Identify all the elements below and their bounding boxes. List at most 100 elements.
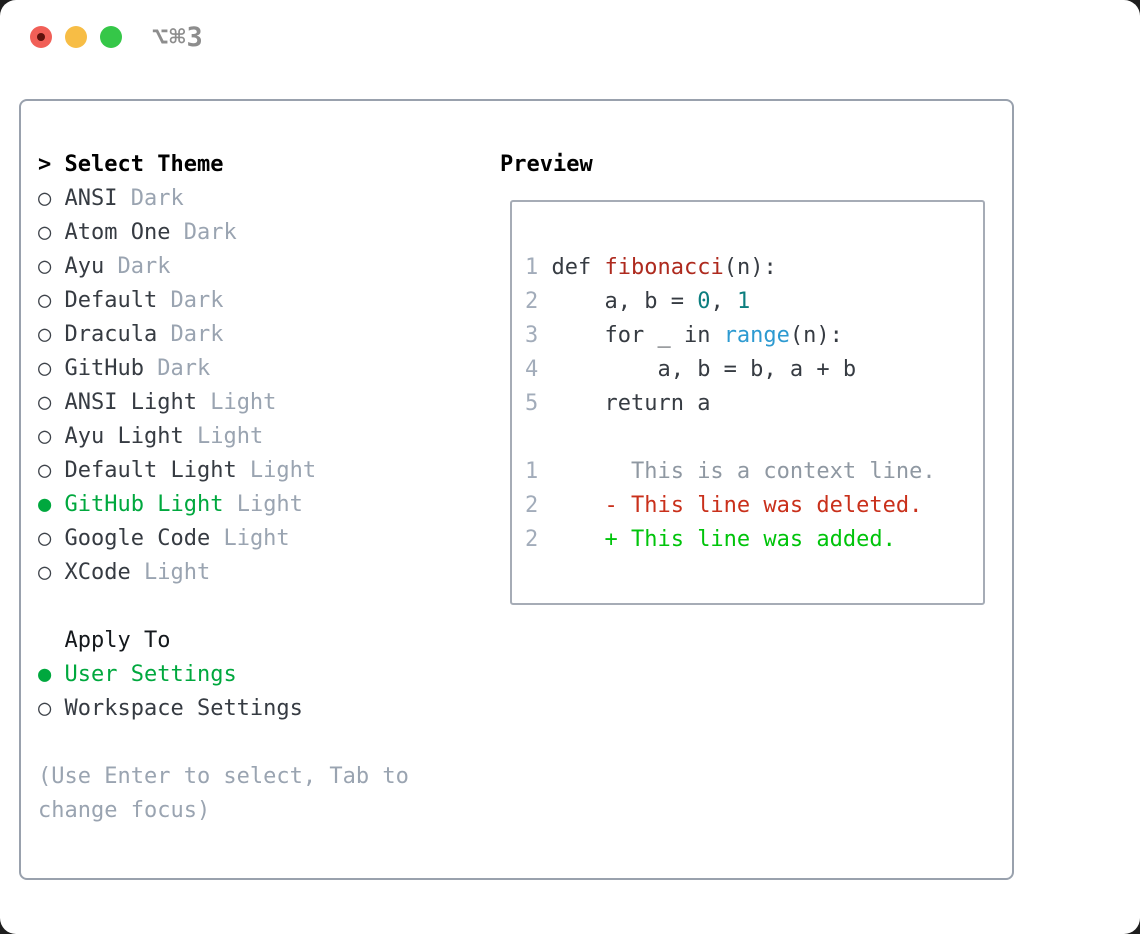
theme-item-default-light-light[interactable]: ○ Default Light Light: [38, 454, 409, 488]
line-number: 2: [525, 527, 539, 552]
theme-item-variant: Dark: [157, 322, 224, 347]
code-line-5: 5 return a: [525, 387, 977, 421]
apply-option-name: Workspace Settings: [64, 696, 303, 721]
preview-title: Preview: [500, 152, 593, 177]
radio-selected-icon: ●: [38, 492, 65, 517]
close-button[interactable]: [30, 26, 52, 48]
theme-picker-header: > Select Theme: [38, 148, 409, 182]
theme-item-default-dark[interactable]: ○ Default Dark: [38, 284, 409, 318]
code-segment: range: [723, 323, 790, 348]
theme-item-variant: Dark: [143, 356, 211, 381]
preview-code: 1 def fibonacci(n):2 a, b = 0, 1 3 for _ …: [525, 251, 977, 557]
code-segment: - This line was deleted.: [538, 493, 923, 518]
code-segment: fibonacci: [604, 255, 724, 280]
code-segment: a, b =: [538, 289, 698, 314]
apply-option-workspace-settings[interactable]: ○ Workspace Settings: [38, 692, 409, 726]
code-segment: ,: [710, 289, 737, 314]
code-line-2: 2 a, b = 0, 1: [525, 285, 977, 319]
code-segment: + This line was added.: [538, 527, 896, 552]
radio-icon: ○: [38, 696, 65, 721]
theme-item-name: Ayu: [64, 254, 105, 279]
theme-item-ayu-light-light[interactable]: ○ Ayu Light Light: [38, 420, 409, 454]
theme-item-xcode-light[interactable]: ○ XCode Light: [38, 556, 409, 590]
preview-box: 1 def fibonacci(n):2 a, b = 0, 1 3 for _ …: [510, 200, 985, 605]
theme-item-ansi-dark[interactable]: ○ ANSI Dark: [38, 182, 409, 216]
theme-item-atom-one-dark[interactable]: ○ Atom One Dark: [38, 216, 409, 250]
radio-selected-icon: ●: [38, 662, 65, 687]
code-segment: return a: [538, 391, 711, 416]
theme-item-name: Dracula: [64, 322, 158, 347]
line-number: 2: [525, 289, 539, 314]
hint-line-1: (Use Enter to select, Tab to: [38, 764, 409, 789]
traffic-lights: [30, 26, 122, 48]
apply-to-header: Apply To: [38, 624, 409, 658]
code-segment: (n):: [789, 323, 843, 348]
theme-item-variant: Light: [236, 458, 317, 483]
close-dot-icon: [37, 33, 45, 41]
theme-item-dracula-dark[interactable]: ○ Dracula Dark: [38, 318, 409, 352]
code-segment: a, b = b, a + b: [538, 357, 857, 382]
code-segment: This is a context line.: [538, 459, 936, 484]
zoom-button[interactable]: [100, 26, 122, 48]
line-number: 1: [525, 255, 539, 280]
line-number: 5: [525, 391, 539, 416]
theme-item-variant: Dark: [170, 220, 237, 245]
theme-item-variant: Dark: [157, 288, 224, 313]
theme-item-name: XCode: [64, 560, 131, 585]
hint-line-2: change focus): [38, 798, 211, 823]
radio-icon: ○: [38, 390, 65, 415]
radio-icon: ○: [38, 424, 65, 449]
selection-cursor-icon: >: [38, 152, 65, 177]
radio-icon: ○: [38, 220, 65, 245]
theme-item-name: ANSI Light: [64, 390, 197, 415]
theme-item-name: GitHub Light: [64, 492, 224, 517]
theme-picker-title: Select Theme: [64, 152, 224, 177]
theme-item-name: Google Code: [64, 526, 211, 551]
window-title: ⌥⌘3: [152, 22, 204, 53]
theme-picker: > Select Theme○ ANSI Dark○ Atom One Dark…: [38, 148, 409, 828]
radio-icon: ○: [38, 254, 65, 279]
line-number: 3: [525, 323, 539, 348]
code-segment: 1: [736, 289, 751, 314]
minimize-button[interactable]: [65, 26, 87, 48]
theme-item-variant: Light: [183, 424, 264, 449]
apply-option-name: User Settings: [64, 662, 237, 687]
theme-item-variant: Light: [130, 560, 211, 585]
radio-icon: ○: [38, 186, 65, 211]
code-line-1: 1 def fibonacci(n):: [525, 251, 977, 285]
theme-item-name: GitHub: [64, 356, 144, 381]
theme-item-name: Atom One: [64, 220, 171, 245]
line-number: 1: [525, 459, 539, 484]
theme-item-github-light-light[interactable]: ● GitHub Light Light: [38, 488, 409, 522]
code-segment: for _ in: [538, 323, 724, 348]
theme-item-variant: Light: [223, 492, 303, 517]
theme-item-ayu-dark[interactable]: ○ Ayu Dark: [38, 250, 409, 284]
code-line-6: [525, 421, 977, 455]
theme-item-github-dark[interactable]: ○ GitHub Dark: [38, 352, 409, 386]
radio-icon: ○: [38, 458, 65, 483]
theme-item-name: Default: [64, 288, 158, 313]
theme-item-variant: Light: [210, 526, 290, 551]
code-line-4: 4 a, b = b, a + b: [525, 353, 977, 387]
theme-item-google-code-light[interactable]: ○ Google Code Light: [38, 522, 409, 556]
titlebar: ⌥⌘3: [0, 0, 1140, 74]
theme-item-variant: Dark: [104, 254, 171, 279]
line-number: 4: [525, 357, 539, 382]
apply-to-title: Apply To: [38, 628, 171, 653]
line-number: 2: [525, 493, 539, 518]
code-segment: (n):: [723, 255, 777, 280]
tui-panel: > Select Theme○ ANSI Dark○ Atom One Dark…: [19, 99, 1014, 880]
spacer: [38, 726, 409, 760]
radio-icon: ○: [38, 356, 65, 381]
radio-icon: ○: [38, 288, 65, 313]
theme-item-variant: Dark: [117, 186, 184, 211]
code-line-9: 2 + This line was added.: [525, 523, 977, 557]
apply-option-user-settings[interactable]: ● User Settings: [38, 658, 409, 692]
theme-item-name: Ayu Light: [64, 424, 184, 449]
theme-item-ansi-light-light[interactable]: ○ ANSI Light Light: [38, 386, 409, 420]
theme-item-variant: Light: [196, 390, 277, 415]
radio-icon: ○: [38, 322, 65, 347]
spacer: [38, 590, 409, 624]
code-line-8: 2 - This line was deleted.: [525, 489, 977, 523]
